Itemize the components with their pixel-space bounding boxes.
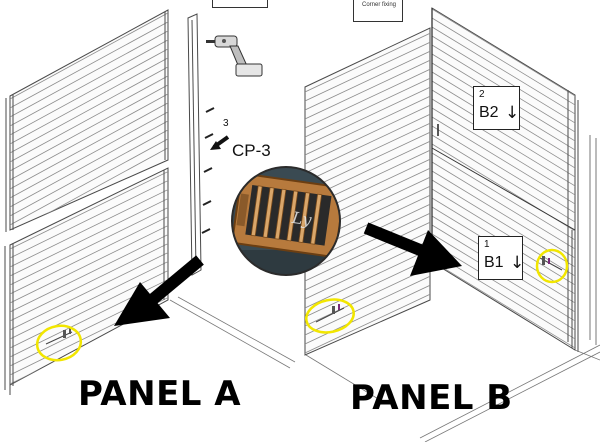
arrow-right-icon (363, 222, 462, 276)
panel-b-right (431, 7, 579, 352)
panel-b-label: PANEL B (350, 378, 513, 418)
panel-a-label: PANEL A (78, 374, 242, 414)
corner-fixing-tag: Corner fixing (353, 0, 403, 22)
corner-post-cp3 (187, 13, 215, 276)
drill-icon (206, 35, 263, 77)
arrow-down-left-icon (114, 255, 204, 326)
cp3-part-label: CP-3 (232, 141, 271, 160)
highlight-circle-a (35, 324, 83, 362)
cp3-step-number: 3 (223, 118, 229, 129)
b2-step-number: 2 (479, 89, 485, 100)
step-box-b2: 2 B2 ↓ (473, 86, 520, 130)
b1-step-number: 1 (484, 239, 490, 250)
highlight-circle-b-left (305, 298, 355, 334)
arrow-down-icon: ↓ (510, 253, 525, 273)
b1-part-label: B1 (484, 254, 504, 271)
corner-fixing-label: Corner fixing (362, 2, 397, 8)
part-box-top (212, 0, 268, 8)
vent-photo: Ly (232, 167, 340, 275)
b2-part-label: B2 (479, 104, 499, 121)
step-box-b1: 1 B1 ↓ (478, 236, 525, 280)
arrow-down-left-icon (210, 135, 230, 150)
highlight-circle-b-right (535, 248, 569, 284)
svg-text:Ly: Ly (290, 208, 314, 230)
arrow-down-icon: ↓ (505, 103, 520, 123)
